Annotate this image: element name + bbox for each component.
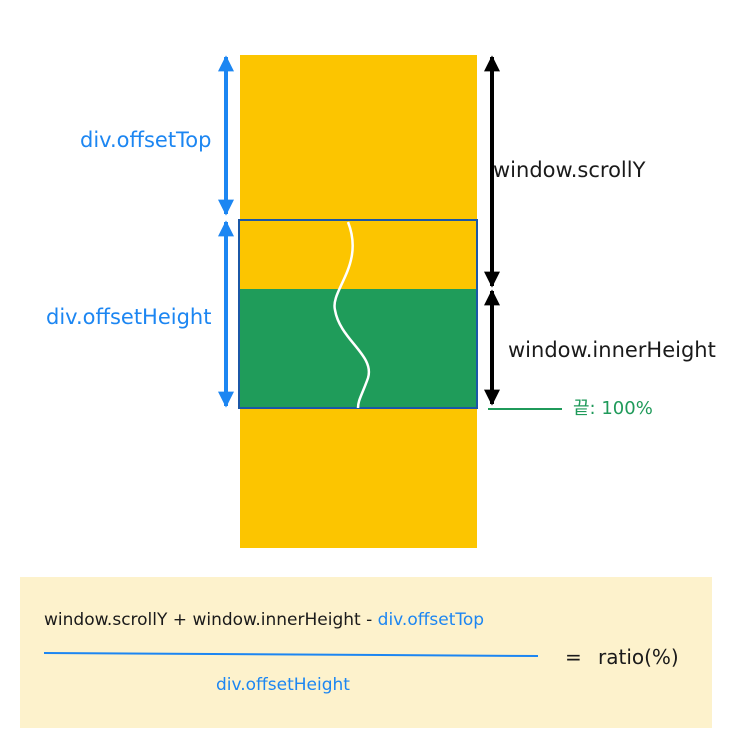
offset-top-label: div.offsetTop: [80, 128, 212, 152]
scroll-diagram: [218, 55, 562, 548]
break-line: [333, 221, 371, 409]
formula-numerator: window.scrollY + window.innerHeight - di…: [44, 612, 484, 629]
formula-equals: =: [565, 645, 582, 669]
scroll-y-label: window.scrollY: [493, 158, 646, 182]
formula-result: ratio(%): [598, 645, 679, 669]
numerator-window-terms: window.scrollY + window.innerHeight -: [44, 610, 378, 630]
offset-height-label: div.offsetHeight: [46, 305, 212, 329]
formula-denominator: div.offsetHeight: [216, 675, 350, 695]
end-marker-label: 끝: 100%: [573, 398, 653, 419]
fraction-bar: [43, 652, 539, 657]
inner-height-label: window.innerHeight: [508, 338, 716, 362]
numerator-offset-top: div.offsetTop: [377, 610, 485, 630]
formula-box: window.scrollY + window.innerHeight - di…: [20, 577, 712, 728]
fraction-bar-svg: [43, 652, 539, 657]
